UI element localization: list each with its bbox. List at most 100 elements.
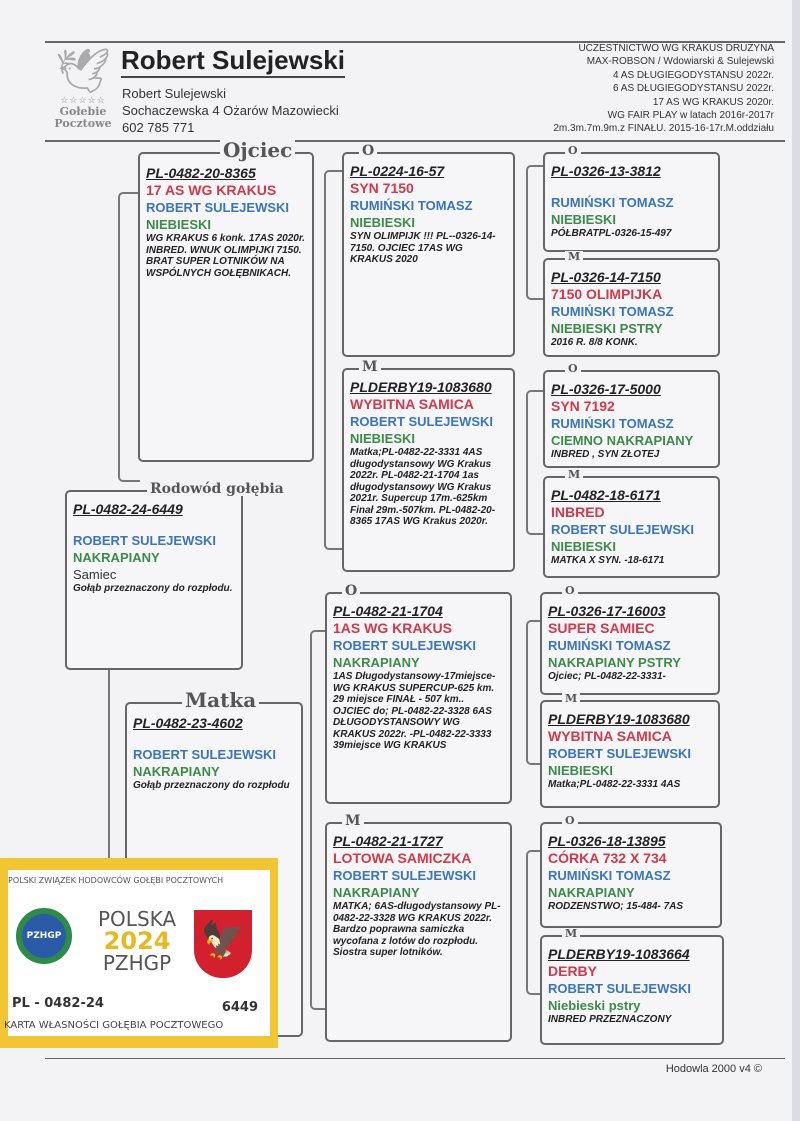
connector-dd-parents <box>526 850 544 995</box>
pigeon-role-label: M <box>342 814 364 828</box>
card-caption: KARTA WŁASNOŚCI GOŁĘBIA POCZTOWEGO <box>4 1020 224 1031</box>
breeder-name: RUMIŃSKI TOMASZ <box>551 195 674 210</box>
pigeon-notes: RODZENSTWO; 15-484- 7AS <box>548 901 684 912</box>
connector-sd-parents <box>526 390 546 535</box>
header-bottom-rule <box>45 140 785 142</box>
achievement: 6 AS DŁUGIEGODYSTANSU 2022r. <box>613 83 774 95</box>
owner-name: Robert Sulejewski <box>122 86 227 101</box>
logo-text: Gołebie <box>59 105 107 118</box>
pigeon-role-label: M <box>565 251 584 262</box>
pigeon-notes: 1AS Długodystansowy-17miejsce- WG KRAKUS… <box>333 671 496 751</box>
pigeon-notes: MATKA; 6AS-długodystansowy PL-0482-22-33… <box>333 901 501 958</box>
plumage-color: NAKRAPIANY PSTRY <box>548 655 681 670</box>
software-credit: Hodowla 2000 v4 © <box>665 1063 762 1075</box>
pigeon-logo: 🕊 ☆☆☆☆☆ Gołebie Pocztowe <box>48 48 118 140</box>
card-center: POLSKA 2024 PZHGP <box>98 908 176 974</box>
pigeon-name: DERBY <box>548 963 598 979</box>
pigeon-name: 1AS WG KRAKUS <box>333 620 453 636</box>
plumage-color: NIEBIESKI <box>350 215 416 230</box>
ring-number: PL-0326-17-5000 <box>551 381 661 397</box>
plumage-color: NIEBIESKI <box>551 212 617 227</box>
pigeon-role-label: O <box>562 585 578 596</box>
pigeon-notes: MATKA X SYN. -18-6171 <box>551 555 665 566</box>
plumage-color: Niebieski pstry <box>548 998 641 1013</box>
pigeon-name: INBRED <box>551 504 605 520</box>
logo-text: Pocztowe <box>54 117 112 130</box>
achievements: UCZESTNICTWO WG KRAKUS DRUŻYNA MAX-ROBSO… <box>553 42 774 136</box>
pigeon-role-label: M <box>562 693 581 704</box>
plumage-color: CIEMNO NAKRAPIANY <box>551 433 694 448</box>
pigeon-name: 17 AS WG KRAKUS <box>146 182 277 198</box>
pigeon-name: SUPER SAMIEC <box>548 620 655 636</box>
ring-number: PLDERBY19-1083680 <box>548 711 690 727</box>
connector-dam <box>108 670 110 1040</box>
pigeon-role-label: O <box>565 145 581 156</box>
pigeon-notes: INBRED PRZEZNACZONY <box>548 1014 672 1025</box>
pigeon-notes: Matka;PL-0482-22-3331 4AS długodystansow… <box>350 447 496 527</box>
ring-number: PL-0224-16-57 <box>350 163 445 179</box>
pigeon-role-label: Matka <box>182 690 260 710</box>
ring-number: PL-0326-13-3812 <box>551 163 661 179</box>
ring-number: PL-0482-18-6171 <box>551 487 661 503</box>
breeder-name: ROBERT SULEJEWSKI <box>333 638 477 653</box>
card-year: 2024 <box>103 927 171 955</box>
ring-number: PL-0482-20-8365 <box>146 165 256 181</box>
pigeon-role-label: M <box>562 928 581 939</box>
breeder-name: ROBERT SULEJEWSKI <box>146 200 290 215</box>
pigeon-head-icon: 🕊 <box>55 46 111 97</box>
breeder-name: ROBERT SULEJEWSKI <box>350 414 494 429</box>
pigeon-role-label: O <box>562 815 578 826</box>
polish-eagle-icon: 🦅 <box>194 910 252 978</box>
pigeon-notes: INBRED , SYN ZŁOTEJ <box>551 449 660 460</box>
ring-number: PL-0482-23-4602 <box>133 715 243 731</box>
plumage-color: NIEBIESKI <box>146 217 212 232</box>
plumage-color: NIEBIESKI <box>548 763 614 778</box>
breeder-name: ROBERT SULEJEWSKI <box>73 533 217 548</box>
pzhgp-emblem-icon: PZHGP <box>16 908 72 964</box>
plumage-color: NIEBIESKI PSTRY <box>551 321 663 336</box>
footer-rule <box>45 1058 785 1059</box>
breeder-name: ROBERT SULEJEWSKI <box>133 747 277 762</box>
owner-phone: 602 785 771 <box>122 120 195 135</box>
spacer <box>73 518 235 532</box>
connector-ds-parents <box>526 620 544 765</box>
breeder-name: RUMIŃSKI TOMASZ <box>551 304 674 319</box>
achievement: WG FAIR PLAY w latach 2016r-2017r <box>607 110 774 122</box>
header-top-rule <box>45 41 785 43</box>
pigeon-name: 7150 OLIMPIJKA <box>551 286 663 302</box>
breeder-name: RUMIŃSKI TOMASZ <box>350 198 473 213</box>
spacer <box>133 732 295 746</box>
pigeon-role-label: M <box>359 360 381 374</box>
pigeon-role-label: Ojciec <box>220 140 296 160</box>
breeder-name: ROBERT SULEJEWSKI <box>551 522 695 537</box>
pigeon-name: WYBITNA SAMICA <box>548 728 672 744</box>
breeder-name: RUMIŃSKI TOMASZ <box>551 416 674 431</box>
plumage-color: NIEBIESKI <box>551 539 617 554</box>
connector-dam-parents <box>310 630 328 1010</box>
plumage-color: NAKRAPIANY <box>333 885 420 900</box>
breeder-name: ROBERT SULEJEWSKI <box>548 981 692 996</box>
achievement: 4 AS DŁUGIEGODYSTANSU 2022r. <box>613 69 774 81</box>
pigeon-role-label: O <box>342 584 361 598</box>
ownership-card: POLSKI ZWIĄZEK HODOWCÓW GOŁĘBI POCZTOWYC… <box>0 858 278 1048</box>
breeder-name: ROBERT SULEJEWSKI <box>333 868 477 883</box>
ring-number: PL-0326-18-13895 <box>548 833 666 849</box>
pigeon-notes: Ojciec; PL-0482-22-3331- <box>548 671 666 682</box>
pigeon-notes: SYN OLIMPIJK !!! PL--0326-14-7150. OJCIE… <box>350 231 496 265</box>
pigeon-notes: 2016 R. 8/8 KONK. <box>551 337 638 348</box>
pigeon-name: WYBITNA SAMICA <box>350 396 474 412</box>
pigeon-notes: PÓŁBRATPL-0326-15-497 <box>551 228 672 239</box>
